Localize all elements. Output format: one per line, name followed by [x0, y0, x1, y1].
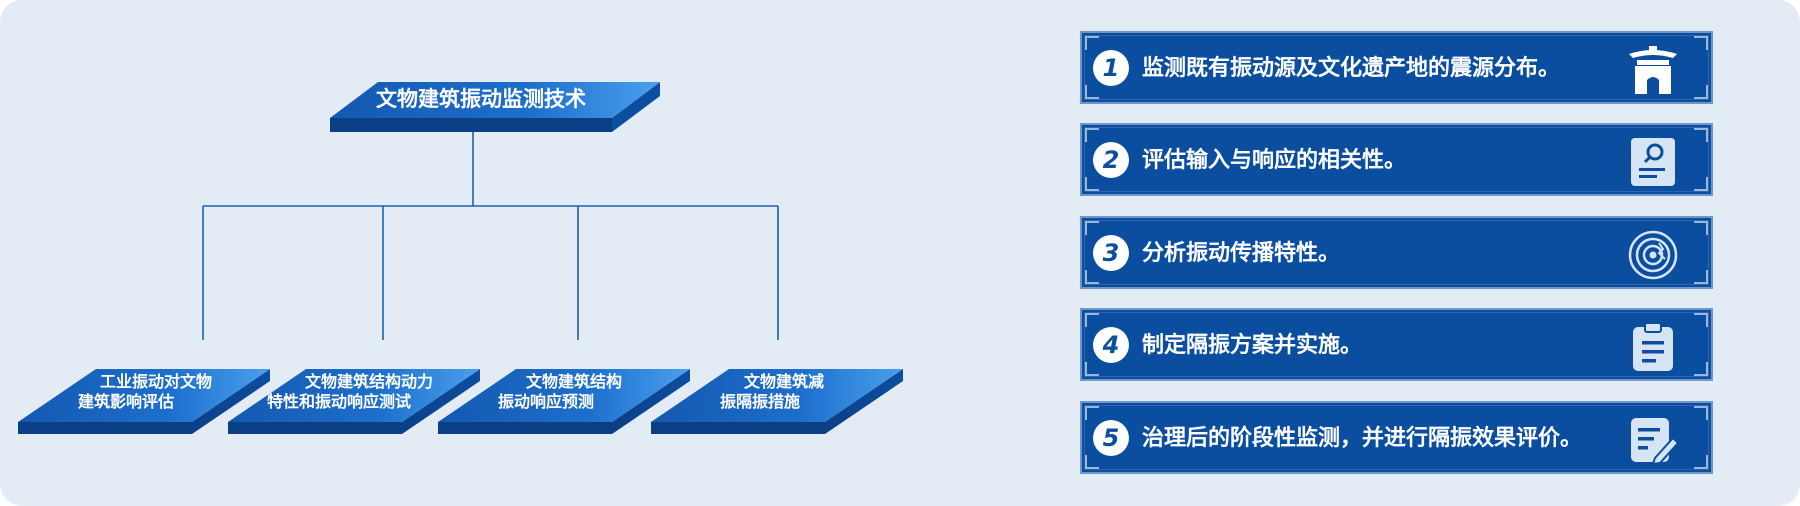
step-3-number: 3: [1093, 235, 1129, 271]
child-node-2-line2: 特性和振动响应测试: [267, 392, 412, 411]
edit-document-icon: [1631, 418, 1680, 466]
heritage-gate-icon: [1629, 46, 1677, 94]
child-node-1-line2: 建筑影响评估: [78, 392, 175, 411]
step-3-text: 分析振动传播特性。: [1142, 241, 1341, 266]
child-node-3-line2: 振动响应预测: [498, 392, 595, 411]
step-4-number: 4: [1093, 327, 1129, 363]
child-node-1-label: 工业振动对文物 建筑影响评估: [78, 372, 213, 412]
child-node-1-line1: 工业振动对文物: [100, 372, 213, 391]
root-node-side: [612, 82, 660, 132]
child-node-4: [651, 369, 903, 434]
step-1: 1 监测既有振动源及文化遗产地的震源分布。: [1080, 31, 1713, 104]
root-node: [330, 82, 660, 132]
step-1-text: 监测既有振动源及文化遗产地的震源分布。: [1142, 56, 1561, 81]
root-node-top: [330, 82, 660, 118]
vibration-radar-icon: [1628, 230, 1678, 280]
child-node-3-label: 文物建筑结构 振动响应预测: [498, 372, 623, 412]
child-node-3: [438, 369, 690, 434]
magnifier-report-icon: [1631, 138, 1675, 186]
step-5-text: 治理后的阶段性监测，并进行隔振效果评价。: [1142, 426, 1583, 451]
child-node-4-line1: 文物建筑减: [744, 372, 825, 391]
root-node-label: 文物建筑振动监测技术: [376, 87, 586, 111]
child-node-3-line1: 文物建筑结构: [526, 372, 623, 391]
step-4: 4 制定隔振方案并实施。: [1080, 308, 1713, 381]
step-4-text: 制定隔振方案并实施。: [1142, 333, 1363, 358]
step-2: 2 评估输入与响应的相关性。: [1080, 123, 1713, 196]
root-node-front: [330, 118, 612, 132]
child-node-4-line2: 振隔振措施: [720, 392, 801, 411]
child-node-2-line1: 文物建筑结构动力: [305, 372, 434, 391]
step-1-number: 1: [1093, 50, 1129, 86]
clipboard-icon: [1633, 322, 1673, 371]
step-5: 5 治理后的阶段性监测，并进行隔振效果评价。: [1080, 401, 1713, 474]
child-node-1: [18, 369, 270, 434]
step-2-number: 2: [1093, 142, 1129, 178]
child-node-4-label: 文物建筑减 振隔振措施: [720, 372, 825, 412]
child-node-2-label: 文物建筑结构动力 特性和振动响应测试: [267, 372, 434, 412]
step-2-text: 评估输入与响应的相关性。: [1142, 148, 1407, 173]
child-node-2: [228, 369, 480, 434]
step-3: 3 分析振动传播特性。: [1080, 216, 1713, 289]
connector-lines: [202, 132, 779, 340]
step-5-number: 5: [1093, 420, 1129, 456]
